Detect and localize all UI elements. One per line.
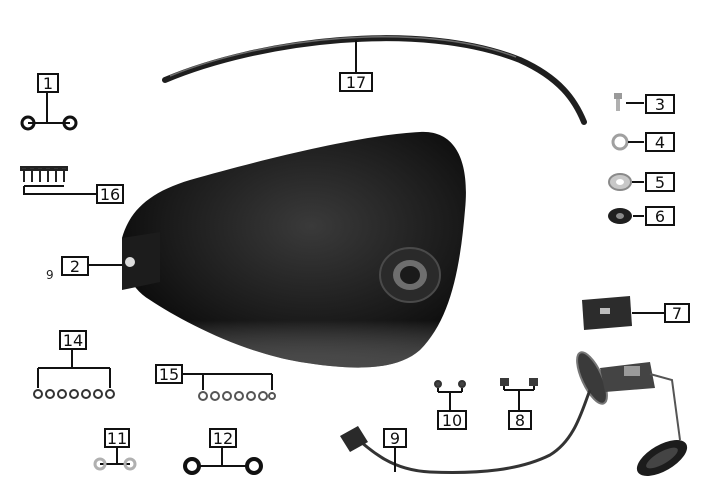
ring-right <box>62 115 78 131</box>
ring-11-left <box>93 457 107 471</box>
callout-17: 17 <box>339 72 373 92</box>
callout-11: 11 <box>104 428 130 448</box>
screw-3 <box>614 93 622 111</box>
ring-12-right <box>245 457 263 475</box>
washers-14 <box>33 389 115 399</box>
leader-16 <box>23 186 96 195</box>
callout-7: 7 <box>664 303 690 323</box>
callout-4: 4 <box>645 132 675 152</box>
callout-9: 9 <box>383 428 407 448</box>
nuts-8 <box>500 378 538 386</box>
fuel-hose <box>162 35 587 125</box>
callout-3: 3 <box>645 94 675 114</box>
ring-12-left <box>183 457 201 475</box>
pins-10 <box>434 380 466 388</box>
callout-14: 14 <box>59 330 87 350</box>
tank-mount-hole <box>125 257 135 267</box>
callout-10: 10 <box>437 410 467 430</box>
tank-mount-tab <box>122 232 160 290</box>
ring-left <box>20 115 36 131</box>
callout-2: 2 <box>61 256 89 276</box>
screws-16 <box>20 166 68 182</box>
sender-body <box>600 362 655 392</box>
sender-flange <box>576 351 608 405</box>
float-arm <box>649 373 681 441</box>
callout-15: 15 <box>155 364 183 384</box>
callout-6: 6 <box>645 206 675 226</box>
wire-harness <box>348 389 592 474</box>
callout-12: 12 <box>209 428 237 448</box>
connector-plug <box>340 426 368 452</box>
callout-1: 1 <box>37 73 59 93</box>
washer-4 <box>611 133 629 151</box>
callout-16: 16 <box>96 184 124 204</box>
stray-mark: 9 <box>46 268 54 282</box>
callout-5: 5 <box>645 172 675 192</box>
tank-shine <box>122 131 466 368</box>
washers-15 <box>198 391 276 401</box>
callout-8: 8 <box>508 410 532 430</box>
ring-11-right <box>123 457 137 471</box>
fuel-hose-highlight <box>169 36 517 77</box>
